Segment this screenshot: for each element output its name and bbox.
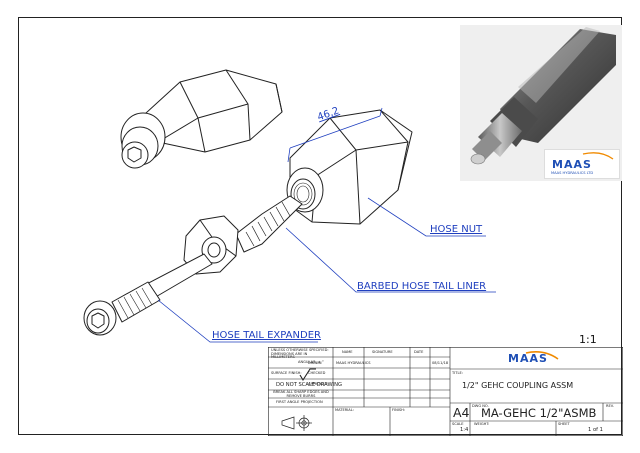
col-signature: SIGNATURE xyxy=(372,350,393,354)
scale-label: SCALE xyxy=(452,422,464,426)
drawing-number: MA-GEHC 1/2"ASMB xyxy=(481,406,597,420)
hose-nut-label: HOSE NUT xyxy=(430,224,483,235)
title-block: UNLESS OTHERWISE SPECIFIED: DIMENSIONS A… xyxy=(268,347,623,436)
do-not-scale-note: DO NOT SCALE DRAWING xyxy=(276,382,343,388)
dimension-line xyxy=(287,107,383,163)
material-label: MATERIAL: xyxy=(335,408,354,412)
barbed-hose-tail-liner-label: BARBED HOSE TAIL LINER xyxy=(357,281,487,292)
drawn-label: DRAWN xyxy=(308,361,322,365)
view-scale-note: 1:1 xyxy=(579,333,597,346)
photo-logo-tagline: MAAS HYDRAULICS LTD xyxy=(551,171,594,175)
sheet-size: A4 xyxy=(453,405,470,420)
finish-label: FINISH: xyxy=(392,408,406,412)
drawing-title: 1/2" GEHC COUPLING ASSM xyxy=(462,381,574,390)
approved-label: APPROVED xyxy=(308,382,328,386)
title-block-grid xyxy=(268,347,623,436)
surface-finish-label: SURFACE FINISH: xyxy=(271,371,302,375)
col-date: DATE xyxy=(414,350,424,354)
leader-hose-nut xyxy=(367,197,486,237)
dwg-no-label: DWG NO. xyxy=(472,404,489,408)
angular-note: ANGULAR: ± ° xyxy=(298,360,324,364)
projection-symbol xyxy=(281,415,312,431)
barbed-hose-tail-liner xyxy=(183,195,303,275)
general-note: UNLESS OTHERWISE SPECIFIED: DIMENSIONS A… xyxy=(271,348,329,360)
drawn-date: 08/11/18 xyxy=(432,361,449,365)
leader-liner xyxy=(285,227,496,293)
product-photo: MAAS MAAS HYDRAULICS LTD xyxy=(460,25,622,181)
projection-label: FIRST ANGLE PROJECTION xyxy=(276,400,323,404)
checked-label: CHECKED xyxy=(308,371,326,375)
title-label: TITLE: xyxy=(452,371,463,375)
sheet-label: SHEET xyxy=(558,422,570,426)
photo-logo-text: MAAS xyxy=(552,158,592,171)
rev-label: REV. xyxy=(606,404,614,408)
title-block-logo: MAAS xyxy=(508,352,548,365)
hose-tail-expander xyxy=(83,253,213,336)
drawn-name: MAAS HYDRAULICS xyxy=(336,361,371,365)
weight-label: WEIGHT: xyxy=(474,422,490,426)
break-edges-note: BREAK ALL SHARP EDGES AND REMOVE BURRS xyxy=(273,390,329,398)
hose-nut xyxy=(286,109,413,225)
scale-value: 1:4 xyxy=(460,427,469,433)
col-name: NAME xyxy=(342,350,353,354)
photo-logo: MAAS MAAS HYDRAULICS LTD xyxy=(544,149,620,179)
hose-tail-expander-label: HOSE TAIL EXPANDER xyxy=(212,330,321,341)
sheet-number: 1 of 1 xyxy=(588,427,603,433)
leader-expander xyxy=(157,299,318,343)
upper-nut-view xyxy=(120,69,283,169)
